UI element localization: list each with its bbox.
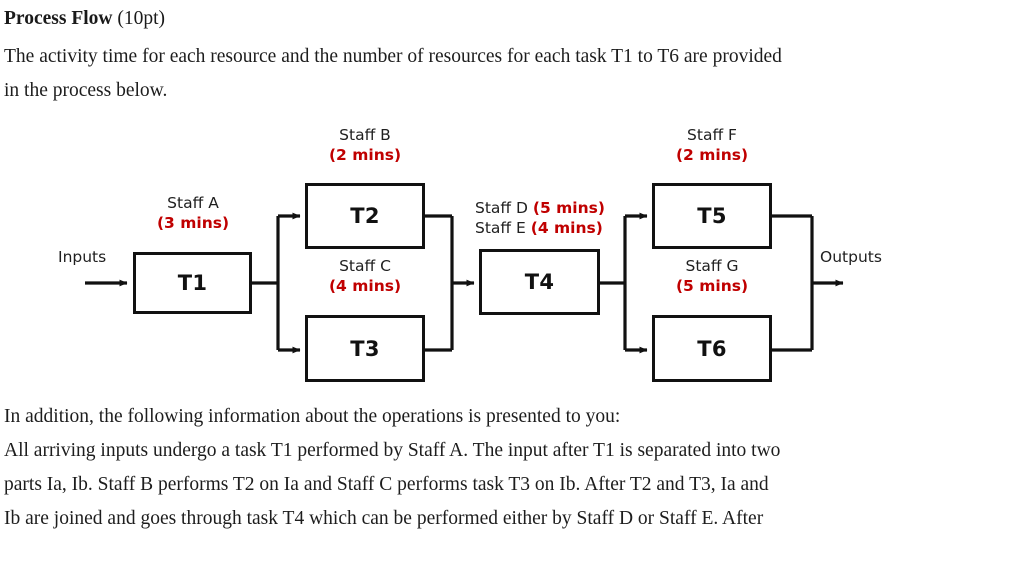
task-node-t3[interactable]: T3 xyxy=(305,315,425,382)
resource-label-t1-staff: Staff A xyxy=(167,194,219,212)
resource-label-t6: Staff G (5 mins) xyxy=(676,256,748,296)
page-title-normal: (10pt) xyxy=(112,8,166,29)
resource-label-t6-time: (5 mins) xyxy=(675,277,749,295)
resource-label-t1-time: (3 mins) xyxy=(156,214,230,232)
process-flow-diagram: Inputs Outputs Staff A (3 mins) Staff B … xyxy=(0,120,1010,395)
resource-label-t4-time-d: (5 mins) xyxy=(532,199,605,217)
intro-paragraph: The activity time for each resource and … xyxy=(4,40,956,108)
task-node-t1[interactable]: T1 xyxy=(133,252,252,314)
inputs-label: Inputs xyxy=(58,248,107,266)
task-node-t2[interactable]: T2 xyxy=(305,183,425,249)
intro-line-2: in the process below. xyxy=(4,80,168,101)
task-node-t4[interactable]: T4 xyxy=(479,249,600,315)
resource-label-t4-staff-e: Staff E xyxy=(475,219,531,237)
intro-line-1: The activity time for each resource and … xyxy=(4,46,782,67)
resource-label-t5: Staff F (2 mins) xyxy=(676,125,748,165)
resource-label-t5-time: (2 mins) xyxy=(675,146,749,164)
resource-label-t3-staff: Staff C xyxy=(339,257,391,275)
resource-label-t4-line1: Staff D (5 mins) xyxy=(475,198,605,218)
resource-label-t2-time: (2 mins) xyxy=(328,146,402,164)
resource-label-t4-staff-d: Staff D xyxy=(475,199,533,217)
task-node-t5[interactable]: T5 xyxy=(652,183,772,249)
resource-label-t2-staff: Staff B xyxy=(339,126,391,144)
resource-label-t3-time: (4 mins) xyxy=(328,277,402,295)
resource-label-t6-staff: Staff G xyxy=(685,257,739,275)
page-title: Process Flow (10pt) xyxy=(4,4,165,34)
resource-label-t5-staff: Staff F xyxy=(687,126,737,144)
closing-line-4: Ib are joined and goes through task T4 w… xyxy=(4,508,764,529)
task-node-t6[interactable]: T6 xyxy=(652,315,772,382)
resource-label-t1: Staff A (3 mins) xyxy=(157,193,229,233)
closing-paragraph: In addition, the following information a… xyxy=(4,400,956,536)
page-title-bold: Process Flow xyxy=(4,8,113,29)
outputs-label: Outputs xyxy=(820,248,882,266)
resource-label-t4-time-e: (4 mins) xyxy=(530,219,603,237)
diagram-connectors xyxy=(85,212,844,354)
closing-line-3: parts Ia, Ib. Staff B performs T2 on Ia … xyxy=(4,474,769,495)
closing-line-2: All arriving inputs undergo a task T1 pe… xyxy=(4,440,781,461)
resource-label-t3: Staff C (4 mins) xyxy=(329,256,401,296)
resource-label-t4: Staff D (5 mins) Staff E (4 mins) xyxy=(475,198,605,238)
closing-line-1: In addition, the following information a… xyxy=(4,406,621,427)
resource-label-t4-line2: Staff E (4 mins) xyxy=(475,218,605,238)
resource-label-t2: Staff B (2 mins) xyxy=(329,125,401,165)
